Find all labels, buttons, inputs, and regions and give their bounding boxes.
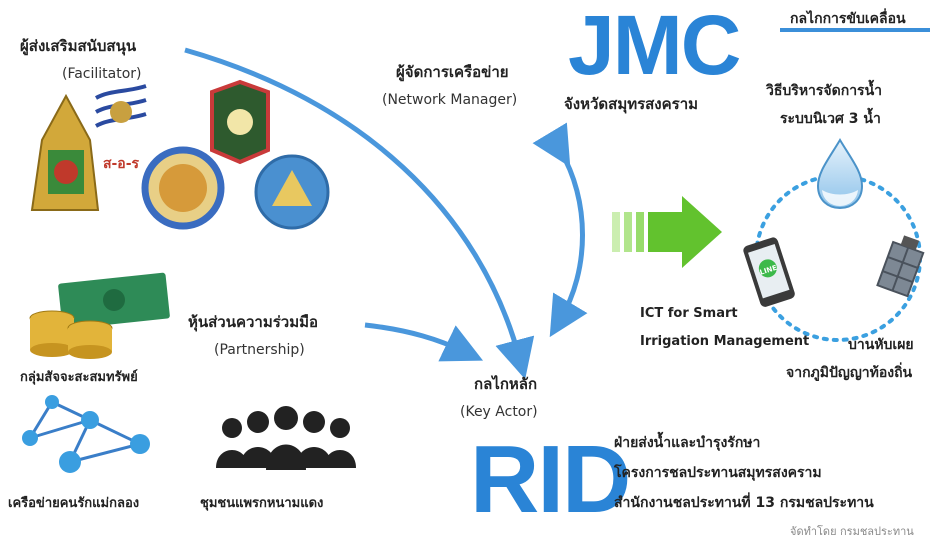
arrow-partnership-to-keyactor — [364, 322, 484, 362]
facilitator-title-en: (Facilitator) — [62, 66, 142, 82]
rid-logo: RID — [470, 426, 631, 533]
water-drop-icon — [816, 138, 864, 210]
network-node-circles — [22, 395, 150, 473]
arrow-jmc-keyactor — [532, 122, 588, 338]
community-people-icon — [216, 406, 356, 470]
network-manager-title-th: ผู้จัดการเครือข่าย — [396, 63, 509, 81]
key-actor-title-en: (Key Actor) — [460, 404, 538, 420]
district-seal-logo — [141, 146, 225, 230]
water-mgmt-line1: วิธีบริหารจัดการน้ำ — [766, 83, 883, 99]
mechanism-underline — [780, 28, 930, 32]
partnership-title-th: หุ้นส่วนความร่วมมือ — [188, 313, 319, 331]
province-seal-logo — [254, 154, 330, 230]
network-nodes-icon — [28, 400, 141, 464]
ict-line2: Irrigation Management — [640, 334, 810, 349]
ministry-stripe-logo: ส-อ-ร — [95, 84, 147, 172]
svg-text:ส-อ-ร: ส-อ-ร — [103, 156, 140, 172]
local-wisdom-line1: บานหับเผย — [848, 337, 914, 353]
green-arrow — [612, 196, 722, 268]
local-wisdom-line2: จากภูมิปัญญาท้องถิ่น — [786, 365, 913, 381]
rid-line2: โครงการชลประทานสมุทรสงคราม — [614, 465, 822, 481]
university-seal-logo — [210, 79, 270, 165]
arrow-facilitator-to-keyactor — [184, 47, 535, 380]
gov-emblem-logo — [30, 93, 100, 211]
community-label: ชุมชนแพรกหนามแดง — [200, 496, 324, 511]
mechanism-label: กลไกการขับเคลื่อน — [790, 11, 906, 27]
rid-line3: สำนักงานชลประทานที่ 13 กรมชลประทาน — [614, 495, 874, 511]
partnership-title-en: (Partnership) — [214, 342, 305, 358]
network-group-label: เครือข่ายคนรักแม่กลอง — [8, 496, 140, 511]
money-coins-icon — [29, 272, 170, 359]
key-actor-title-th: กลไกหลัก — [474, 375, 538, 393]
ict-line1: ICT for Smart — [640, 306, 738, 321]
jmc-subtitle: จังหวัดสมุทรสงคราม — [564, 95, 699, 113]
network-manager-title-en: (Network Manager) — [382, 92, 518, 108]
facilitator-title-th: ผู้ส่งเสริมสนับสนุน — [20, 37, 137, 55]
rid-line1: ฝ่ายส่งน้ำและบำรุงรักษา — [614, 435, 761, 451]
smartphone-icon: LINE — [743, 237, 795, 307]
credit-text: จัดทำโดย กรมชลประทาน — [790, 525, 914, 538]
water-mgmt-line2: ระบบนิเวศ 3 น้ำ — [780, 111, 881, 127]
jmc-logo: JMC — [568, 0, 741, 92]
savings-group-label: กลุ่มสัจจะสะสมทรัพย์ — [20, 370, 138, 385]
sluice-gate-icon — [876, 235, 925, 298]
